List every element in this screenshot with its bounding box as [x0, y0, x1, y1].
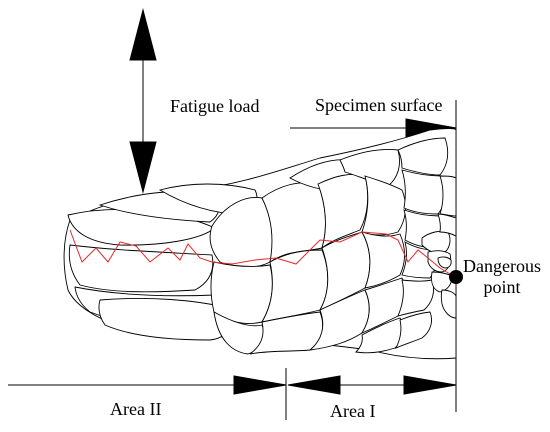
dangerous-point-dot	[449, 270, 463, 284]
fatigue-load-label: Fatigue load	[170, 96, 260, 116]
grain-structure	[63, 128, 457, 360]
area-two-label: Area II	[110, 399, 162, 419]
dangerous-point-label: Dangerous point	[463, 256, 541, 298]
area-dimension-arrows	[8, 368, 457, 420]
crack-path	[69, 229, 456, 278]
dangerous-point-label-line1: Dangerous	[463, 256, 541, 276]
area-one-label: Area I	[330, 401, 376, 421]
fatigue-load-arrow	[129, 8, 157, 194]
dangerous-point-label-line2: point	[483, 277, 521, 297]
specimen-surface-label: Specimen surface	[315, 95, 443, 115]
